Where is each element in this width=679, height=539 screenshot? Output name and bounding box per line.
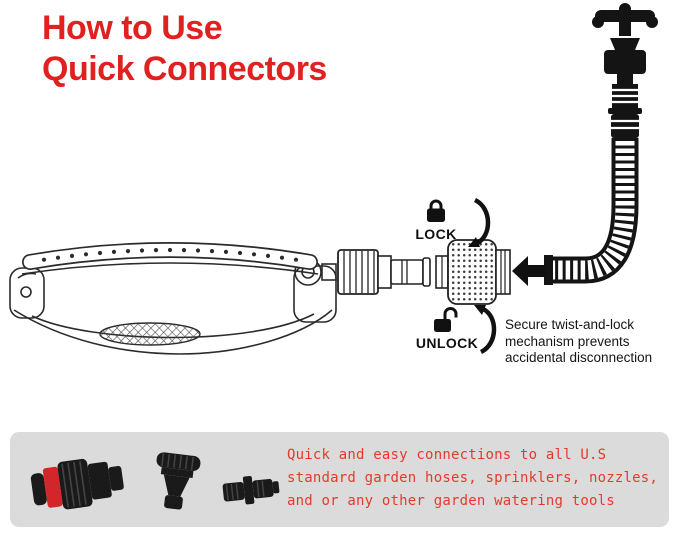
unlock-label: UNLOCK xyxy=(415,335,479,351)
male-adapter-illustration xyxy=(337,249,431,295)
sprinkler-illustration xyxy=(9,242,337,355)
faucet-body xyxy=(604,38,646,138)
title-line-1: How to Use xyxy=(42,9,223,47)
footer-caption-line-2: standard garden hoses, sprinklers, nozzl… xyxy=(287,470,659,486)
note-line-3: accidental disconnection xyxy=(505,350,653,365)
sprinkler-nozzle-dots xyxy=(41,247,299,262)
footer-panel: Quick and easy connections to all U.S st… xyxy=(10,432,669,527)
footer-caption: Quick and easy connections to all U.S st… xyxy=(287,444,669,513)
faucet-thread-lines xyxy=(611,88,639,130)
lock-label: LOCK xyxy=(415,226,457,242)
rotate-counterclockwise-arrow-icon xyxy=(474,305,497,355)
page-title: How to Use Quick Connectors xyxy=(42,8,327,90)
footer-caption-line-3: and or any other garden watering tools xyxy=(287,493,615,509)
faucet-illustration xyxy=(544,3,658,285)
lock-open-icon xyxy=(434,307,458,332)
twist-lock-note: Secure twist-and-lock mechanism prevents… xyxy=(505,317,679,367)
quick-connector-illustration xyxy=(435,239,511,305)
faucet-handle xyxy=(592,3,658,36)
product-tap-adapter xyxy=(156,452,201,510)
title-line-2: Quick Connectors xyxy=(42,50,327,88)
lock-closed-icon xyxy=(427,199,445,222)
product-connectors-image xyxy=(30,452,280,510)
sprinkler-base-grille xyxy=(99,322,201,346)
corrugated-hose xyxy=(544,138,639,285)
arrow-left-icon xyxy=(512,256,546,286)
note-line-1: Secure twist-and-lock xyxy=(505,317,635,332)
rotate-clockwise-arrow-icon xyxy=(468,197,491,247)
note-line-2: mechanism prevents xyxy=(505,333,630,349)
product-female-quick-connector xyxy=(30,458,124,510)
product-double-male-adapter xyxy=(222,475,280,505)
footer-caption-line-1: Quick and easy connections to all U.S xyxy=(287,447,607,463)
